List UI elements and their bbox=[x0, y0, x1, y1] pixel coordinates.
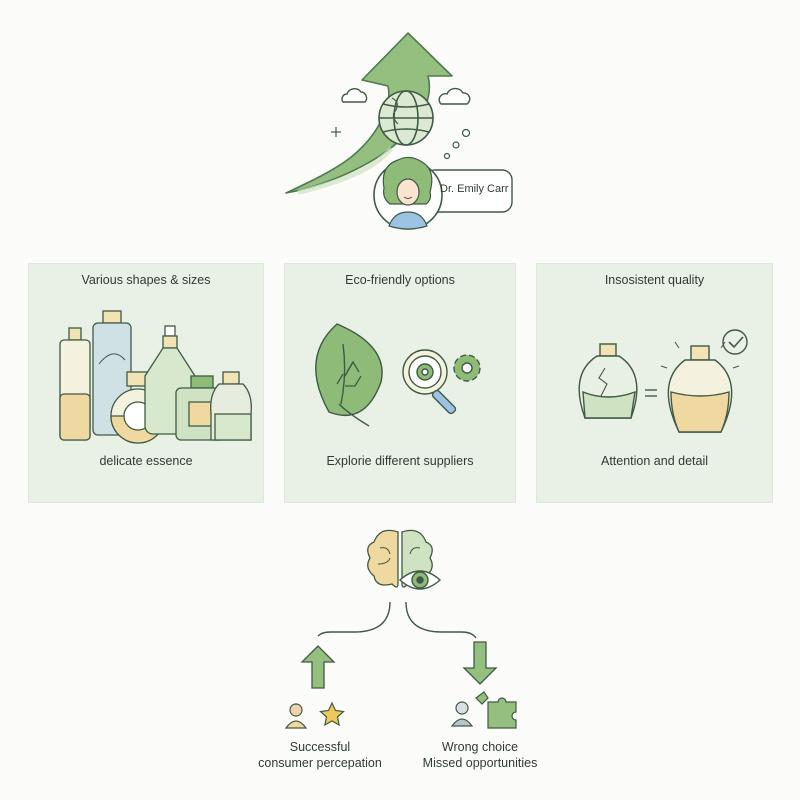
panel-caption: Explorie different suppliers bbox=[326, 454, 474, 468]
panel-title: Insosistent quality bbox=[604, 273, 705, 287]
panel-caption: delicate essence bbox=[99, 454, 193, 468]
up-arrow-icon bbox=[300, 645, 336, 689]
panel-shapes-sizes: Various shapes & sizes bbox=[28, 263, 264, 503]
negative-line1: Wrong choice bbox=[441, 740, 519, 754]
panel-title: Various shapes & sizes bbox=[81, 273, 211, 287]
star-icon bbox=[319, 701, 345, 727]
avatar-woman-icon bbox=[373, 156, 443, 230]
header-illustration bbox=[0, 0, 800, 250]
panel-eco-friendly: Eco-friendly options Explorie different … bbox=[284, 263, 516, 503]
perfume-bottles-icon bbox=[59, 310, 252, 444]
person-name-label: Dr. Emily Carr bbox=[440, 183, 509, 195]
positive-line2: consumer percepation bbox=[258, 756, 382, 770]
sparkle-icon bbox=[331, 127, 341, 137]
brain-icon bbox=[367, 529, 433, 588]
cloud-icon bbox=[341, 87, 471, 105]
person-icon bbox=[450, 701, 474, 727]
negative-line2: Missed opportunities bbox=[422, 756, 538, 770]
panel-caption: Attention and detail bbox=[600, 454, 709, 468]
puzzle-icon bbox=[475, 691, 517, 729]
growth-arrow-icon bbox=[285, 32, 453, 195]
panel-title: Eco-friendly options bbox=[345, 273, 455, 287]
negative-outcome-caption: Wrong choice Missed opportunities bbox=[400, 739, 560, 771]
panel-quality: Insosistent quality Attention and detail bbox=[536, 263, 773, 503]
positive-line1: Successful bbox=[289, 740, 351, 754]
branch-lines bbox=[317, 601, 477, 639]
down-arrow-icon bbox=[462, 641, 498, 685]
positive-outcome-caption: Successful consumer percepation bbox=[240, 739, 400, 771]
decision-illustration bbox=[0, 520, 800, 750]
recycle-leaf-icon bbox=[315, 323, 481, 427]
thought-dots bbox=[443, 128, 471, 160]
globe-icon bbox=[378, 90, 434, 146]
person-icon bbox=[284, 703, 308, 729]
cracked-vs-good-bottle-icon bbox=[578, 329, 748, 433]
eye-icon bbox=[398, 570, 442, 590]
magnifier-gears-icon bbox=[402, 349, 481, 415]
